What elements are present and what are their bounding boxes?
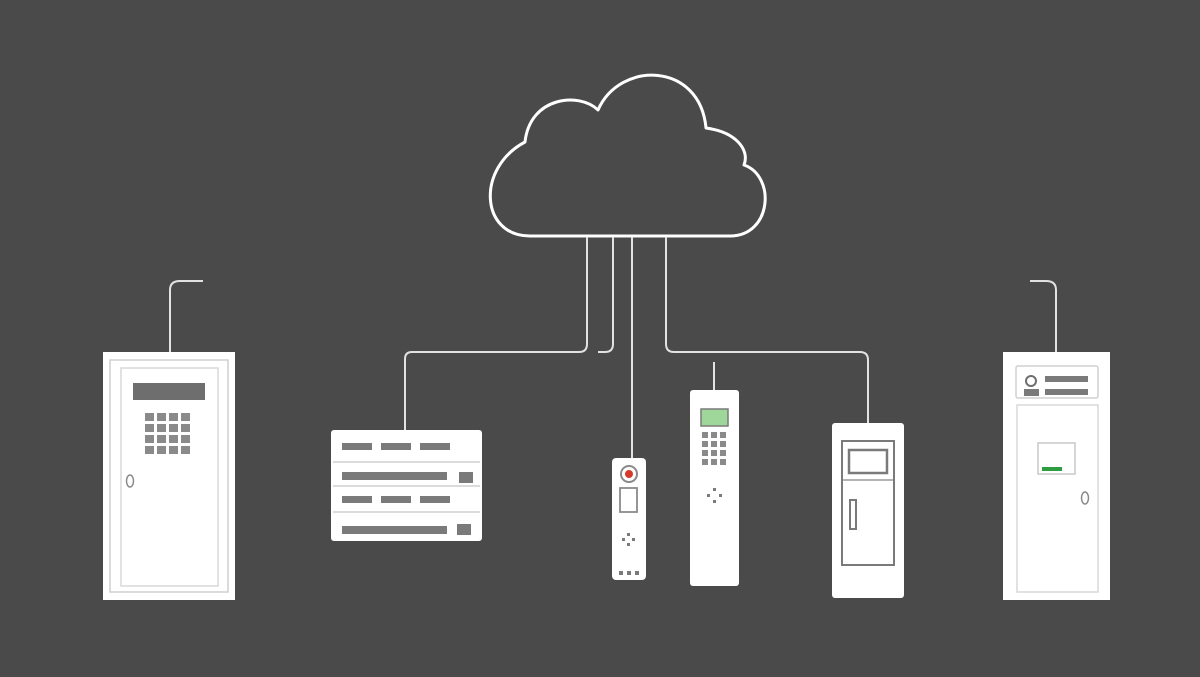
keypad-icon [145,413,190,454]
link-rack-server [404,237,588,430]
handheld-terminal [690,390,739,586]
link-mid [598,237,614,353]
terminal-screen [700,408,729,427]
cloud-icon [488,73,767,238]
status-indicator [1042,467,1062,471]
display-panel [133,383,205,400]
keypad-icon [702,432,726,465]
kiosk-handle [849,499,857,530]
door-handle [125,474,135,488]
connection-lines [169,237,1057,458]
remote-control [612,458,646,580]
dpad-icon [622,533,635,546]
dpad-icon [707,488,722,503]
kiosk-screen [847,448,889,475]
rack-server [331,430,482,541]
door-access-panel [103,352,235,600]
antenna-door-access-panel [169,280,203,352]
status-panel [1037,442,1076,475]
server-cabinet [1003,352,1110,600]
drive-slots [342,443,473,535]
antenna-server-cabinet [1030,280,1057,352]
vending-kiosk [832,423,904,598]
door-handle [1080,491,1090,505]
link-vending-kiosk [665,237,869,423]
